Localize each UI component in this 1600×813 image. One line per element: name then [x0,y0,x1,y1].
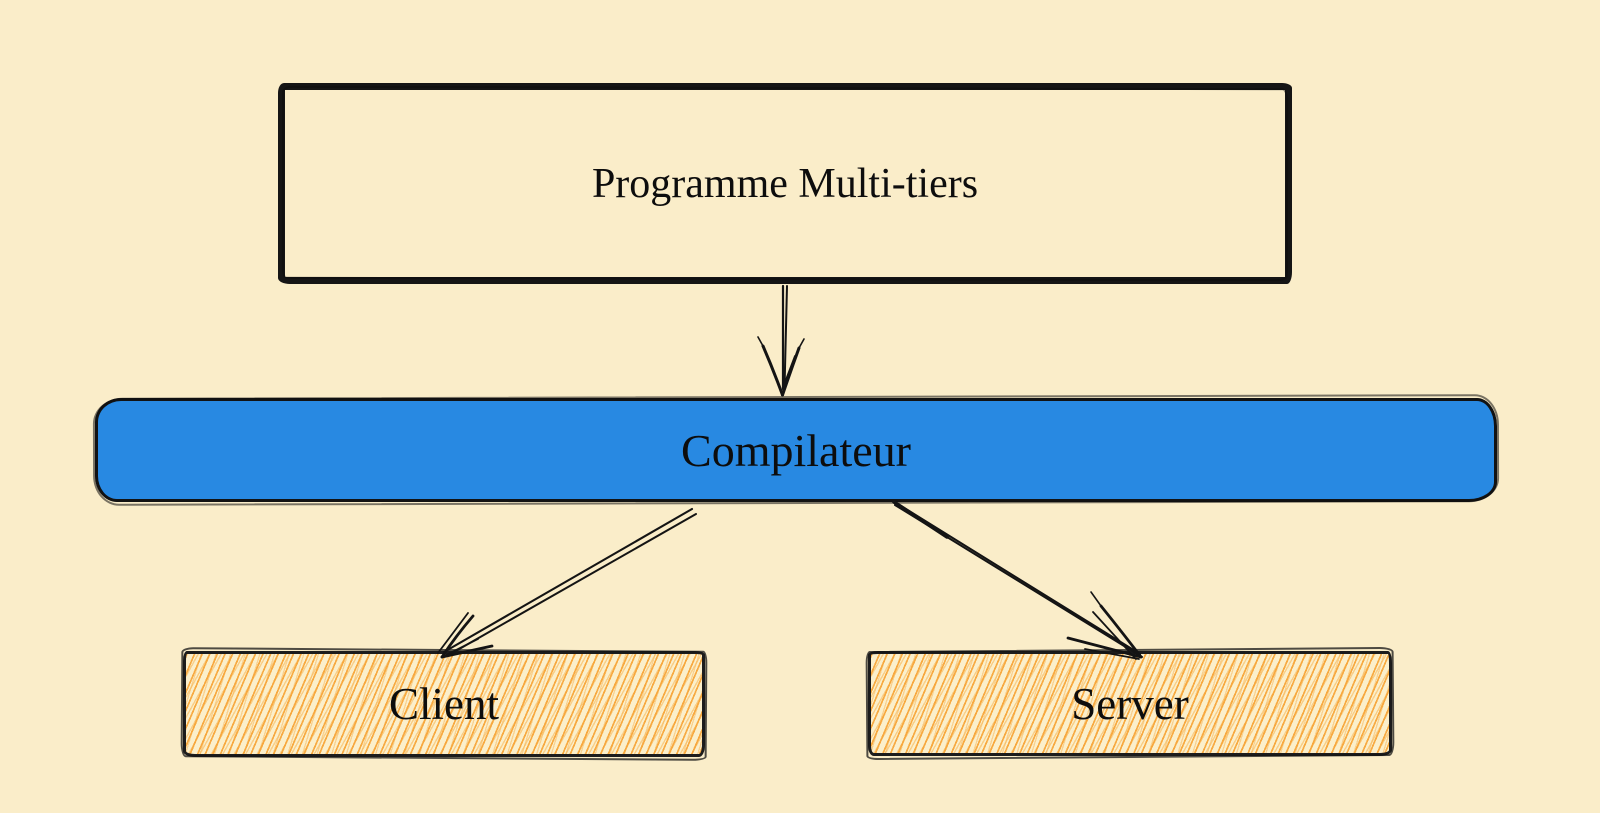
node-compilateur[interactable]: Compilateur [95,398,1497,502]
node-programme-multi-tiers[interactable]: Programme Multi-tiers [278,83,1292,284]
node-programme-label: Programme Multi-tiers [591,160,979,207]
node-server-label: Server [1071,678,1189,729]
node-compilateur-label: Compilateur [681,424,911,476]
arrow-programme-to-compilateur[interactable] [757,284,805,397]
arrow-compilateur-to-server[interactable] [891,499,1143,660]
node-server[interactable]: Server [868,651,1392,756]
arrow-compilateur-to-client[interactable] [437,507,697,659]
node-client[interactable]: Client [183,651,705,757]
node-client-label: Client [389,679,499,729]
